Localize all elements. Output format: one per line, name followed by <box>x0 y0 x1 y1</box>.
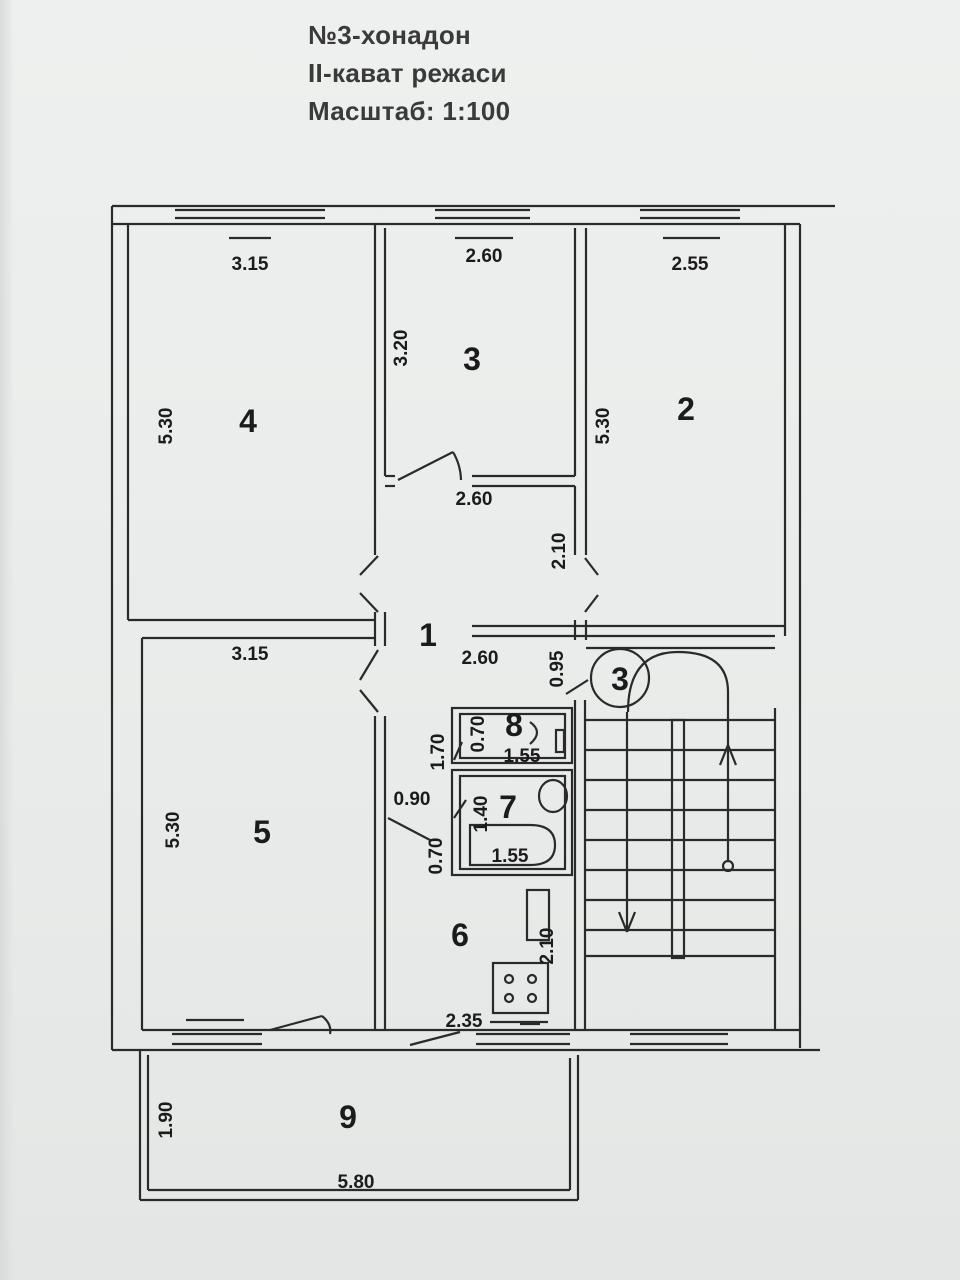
dim-corridor-width: 0.90 <box>394 789 431 810</box>
room-5-number: 5 <box>253 814 271 850</box>
stair-treads <box>585 650 775 960</box>
room-9-number: 9 <box>339 1099 357 1135</box>
dim-room6-width: 2.35 <box>446 1011 483 1032</box>
exterior-walls <box>110 204 835 1052</box>
room-4-number: 4 <box>239 403 257 439</box>
dim-hall-upper-height: 2.10 <box>549 533 570 570</box>
room-3-number: 3 <box>463 341 481 377</box>
balcony <box>138 1050 580 1202</box>
stair-marker-circle <box>589 647 651 709</box>
dim-room5-width: 3.15 <box>232 644 269 665</box>
dim-hall-upper-width: 2.60 <box>456 489 493 510</box>
bathroom-block <box>450 706 574 877</box>
dim-room8-width: 1.55 <box>504 746 541 767</box>
room-2-number: 2 <box>677 391 695 427</box>
doors <box>269 451 599 1047</box>
scale-label: Масштаб: 1:100 <box>308 96 511 126</box>
dim-hall-lower-height: 0.95 <box>547 650 568 687</box>
apartment-title: №3-хонадон <box>308 20 472 50</box>
dim-corridor-height: 1.70 <box>428 734 449 771</box>
floor-title: II-кават режаси <box>308 58 507 88</box>
plan-header: №3-хонадон II-кават режаси Масштаб: 1:10… <box>308 16 708 130</box>
dim-room7-width: 1.55 <box>492 846 529 867</box>
interior-walls <box>128 224 785 1030</box>
dim-balcony-width: 5.80 <box>338 1172 375 1193</box>
room-7-number: 7 <box>499 789 517 825</box>
dim-room3-height: 3.20 <box>391 330 412 367</box>
dimension-ticks <box>186 236 720 1026</box>
bottom-windows <box>172 1032 728 1046</box>
dim-balcony-height: 1.90 <box>156 1102 177 1139</box>
room-1-number: 1 <box>419 617 437 653</box>
room-8-number: 8 <box>505 707 523 743</box>
top-windows <box>175 208 740 220</box>
dim-room8-height: 0.70 <box>468 716 489 753</box>
kitchen-fittings <box>490 888 551 1024</box>
dim-room4-width: 3.15 <box>232 254 269 275</box>
room-6-number: 6 <box>451 917 469 953</box>
dim-room2-width: 2.55 <box>672 254 709 275</box>
dim-room5-height: 5.30 <box>163 812 184 849</box>
dim-room7-door: 0.70 <box>426 838 447 875</box>
stair-number: 3 <box>611 661 629 697</box>
dim-room2-height: 5.30 <box>593 408 614 445</box>
dim-room3-width: 2.60 <box>466 246 503 267</box>
dim-room7-height: 1.40 <box>471 796 492 833</box>
dim-room4-height: 5.30 <box>156 408 177 445</box>
dim-room6-height: 2.10 <box>537 928 558 965</box>
dim-hall-lower-width: 2.60 <box>462 648 499 669</box>
